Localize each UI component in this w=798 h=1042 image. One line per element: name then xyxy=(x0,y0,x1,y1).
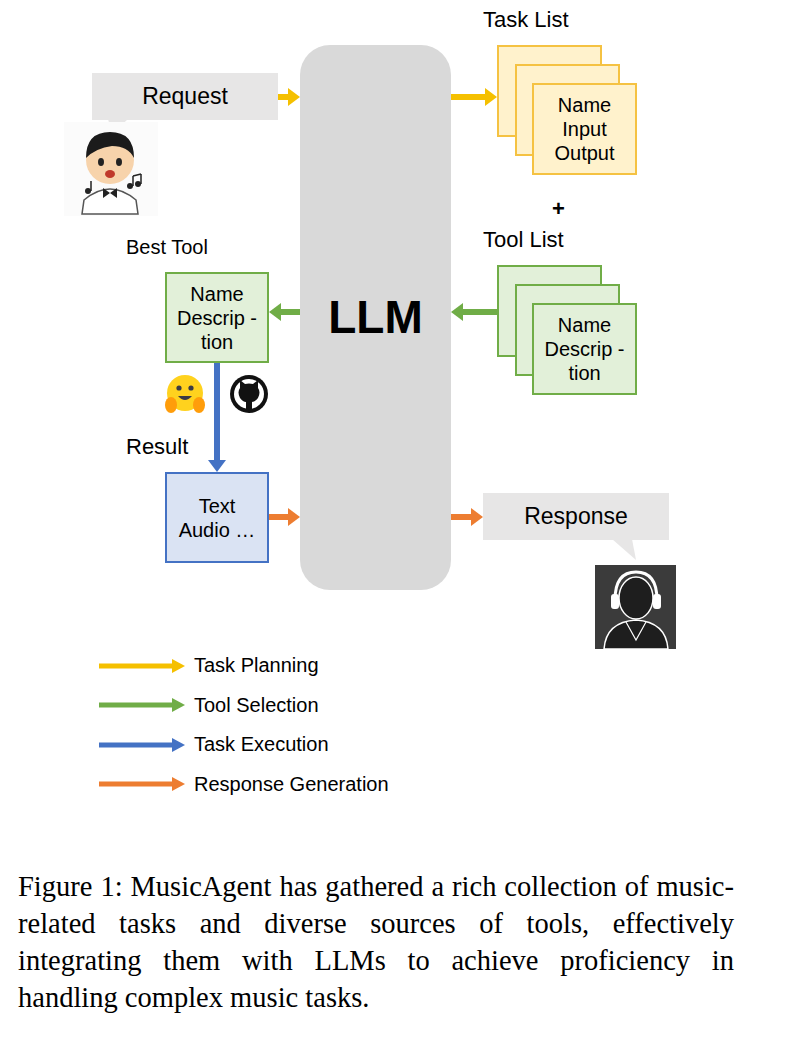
legend-head xyxy=(172,698,185,712)
box-face: Request xyxy=(92,73,278,120)
node-label: Response xyxy=(518,499,634,535)
huggingface-icon xyxy=(165,375,205,413)
node-heading: Task List xyxy=(483,8,569,32)
legend-line xyxy=(99,663,174,668)
node-heading: Tool List xyxy=(483,228,564,252)
arrow-head xyxy=(451,303,463,321)
arrow-shaft xyxy=(280,309,300,315)
arrow-shaft xyxy=(214,363,220,461)
figure-caption: Figure 1: MusicAgent has gathered a rich… xyxy=(18,868,734,1016)
legend-row: Task Planning xyxy=(98,654,319,677)
node-label: LLM xyxy=(322,286,429,349)
arrow-head xyxy=(485,88,497,106)
singer-icon xyxy=(64,122,158,216)
request-bubble: Request xyxy=(92,73,278,120)
box-face: Text Audio … xyxy=(165,472,269,563)
bubble-tail xyxy=(612,539,636,560)
listener-icon xyxy=(595,565,676,649)
text-stack: Request xyxy=(136,79,234,115)
legend-row: Task Execution xyxy=(98,733,329,756)
result-box: Text Audio …Result xyxy=(165,472,269,563)
arrow-head xyxy=(208,460,226,472)
front-card: Name Descrip -tion xyxy=(532,303,637,395)
node-label: Text Audio … xyxy=(167,490,267,546)
legend-swatch xyxy=(98,776,186,792)
flow-arrow xyxy=(269,508,300,526)
flow-arrow xyxy=(451,88,497,106)
legend-row: Response Generation xyxy=(98,773,389,796)
text-stack: Name Input Output xyxy=(534,89,635,169)
legend-text: Task Execution xyxy=(194,733,329,756)
node-label: Name Descrip -tion xyxy=(534,309,635,389)
legend-head xyxy=(172,738,185,752)
arrow-shaft xyxy=(462,309,497,315)
github-icon xyxy=(230,375,268,413)
arrow-head xyxy=(288,88,300,106)
box-face: Name Descrip -tion xyxy=(165,272,269,363)
llm-block: LLM xyxy=(300,45,451,590)
box-face: Response xyxy=(483,493,669,540)
arrow-shaft xyxy=(451,94,486,100)
legend-text: Task Planning xyxy=(194,654,319,677)
flow-arrow xyxy=(269,303,300,321)
legend-swatch xyxy=(98,737,186,753)
text-stack: Text Audio … xyxy=(167,490,267,546)
text-stack: Name Descrip -tion xyxy=(167,278,267,358)
best-tool-box: Name Descrip -tionBest Tool xyxy=(165,272,269,363)
node-heading: Result xyxy=(126,435,188,459)
legend-line xyxy=(99,742,174,747)
legend-text: Tool Selection xyxy=(194,694,319,717)
task-list-stack: Name Input OutputTask List xyxy=(497,45,637,175)
legend-row: Tool Selection xyxy=(98,694,319,717)
flow-arrow xyxy=(278,88,300,106)
flow-arrow xyxy=(451,508,483,526)
plus-sign: + xyxy=(552,196,565,222)
arrow-shaft xyxy=(278,94,289,100)
legend-head xyxy=(172,659,185,673)
legend-text: Response Generation xyxy=(194,773,389,796)
box-face: LLM xyxy=(300,45,451,590)
node-label: Request xyxy=(136,79,234,115)
legend-swatch xyxy=(98,697,186,713)
node-label: Name Descrip -tion xyxy=(167,278,267,358)
arrow-shaft xyxy=(451,514,472,520)
node-heading: Best Tool xyxy=(126,236,208,258)
front-card: Name Input Output xyxy=(532,83,637,175)
tool-list-stack: Name Descrip -tionTool List xyxy=(497,265,637,395)
flow-arrow xyxy=(451,303,497,321)
node-label: Name Input Output xyxy=(534,89,635,169)
text-stack: Response xyxy=(518,499,634,535)
arrow-head xyxy=(269,303,281,321)
arrow-shaft xyxy=(269,514,289,520)
legend-line xyxy=(99,703,174,708)
legend-head xyxy=(172,777,185,791)
response-bubble: Response xyxy=(483,493,669,540)
legend-swatch xyxy=(98,658,186,674)
arrow-head xyxy=(288,508,300,526)
flow-arrow xyxy=(208,363,226,472)
arrow-head xyxy=(471,508,483,526)
legend-line xyxy=(99,782,174,787)
text-stack: LLM xyxy=(322,286,429,349)
text-stack: Name Descrip -tion xyxy=(534,309,635,389)
